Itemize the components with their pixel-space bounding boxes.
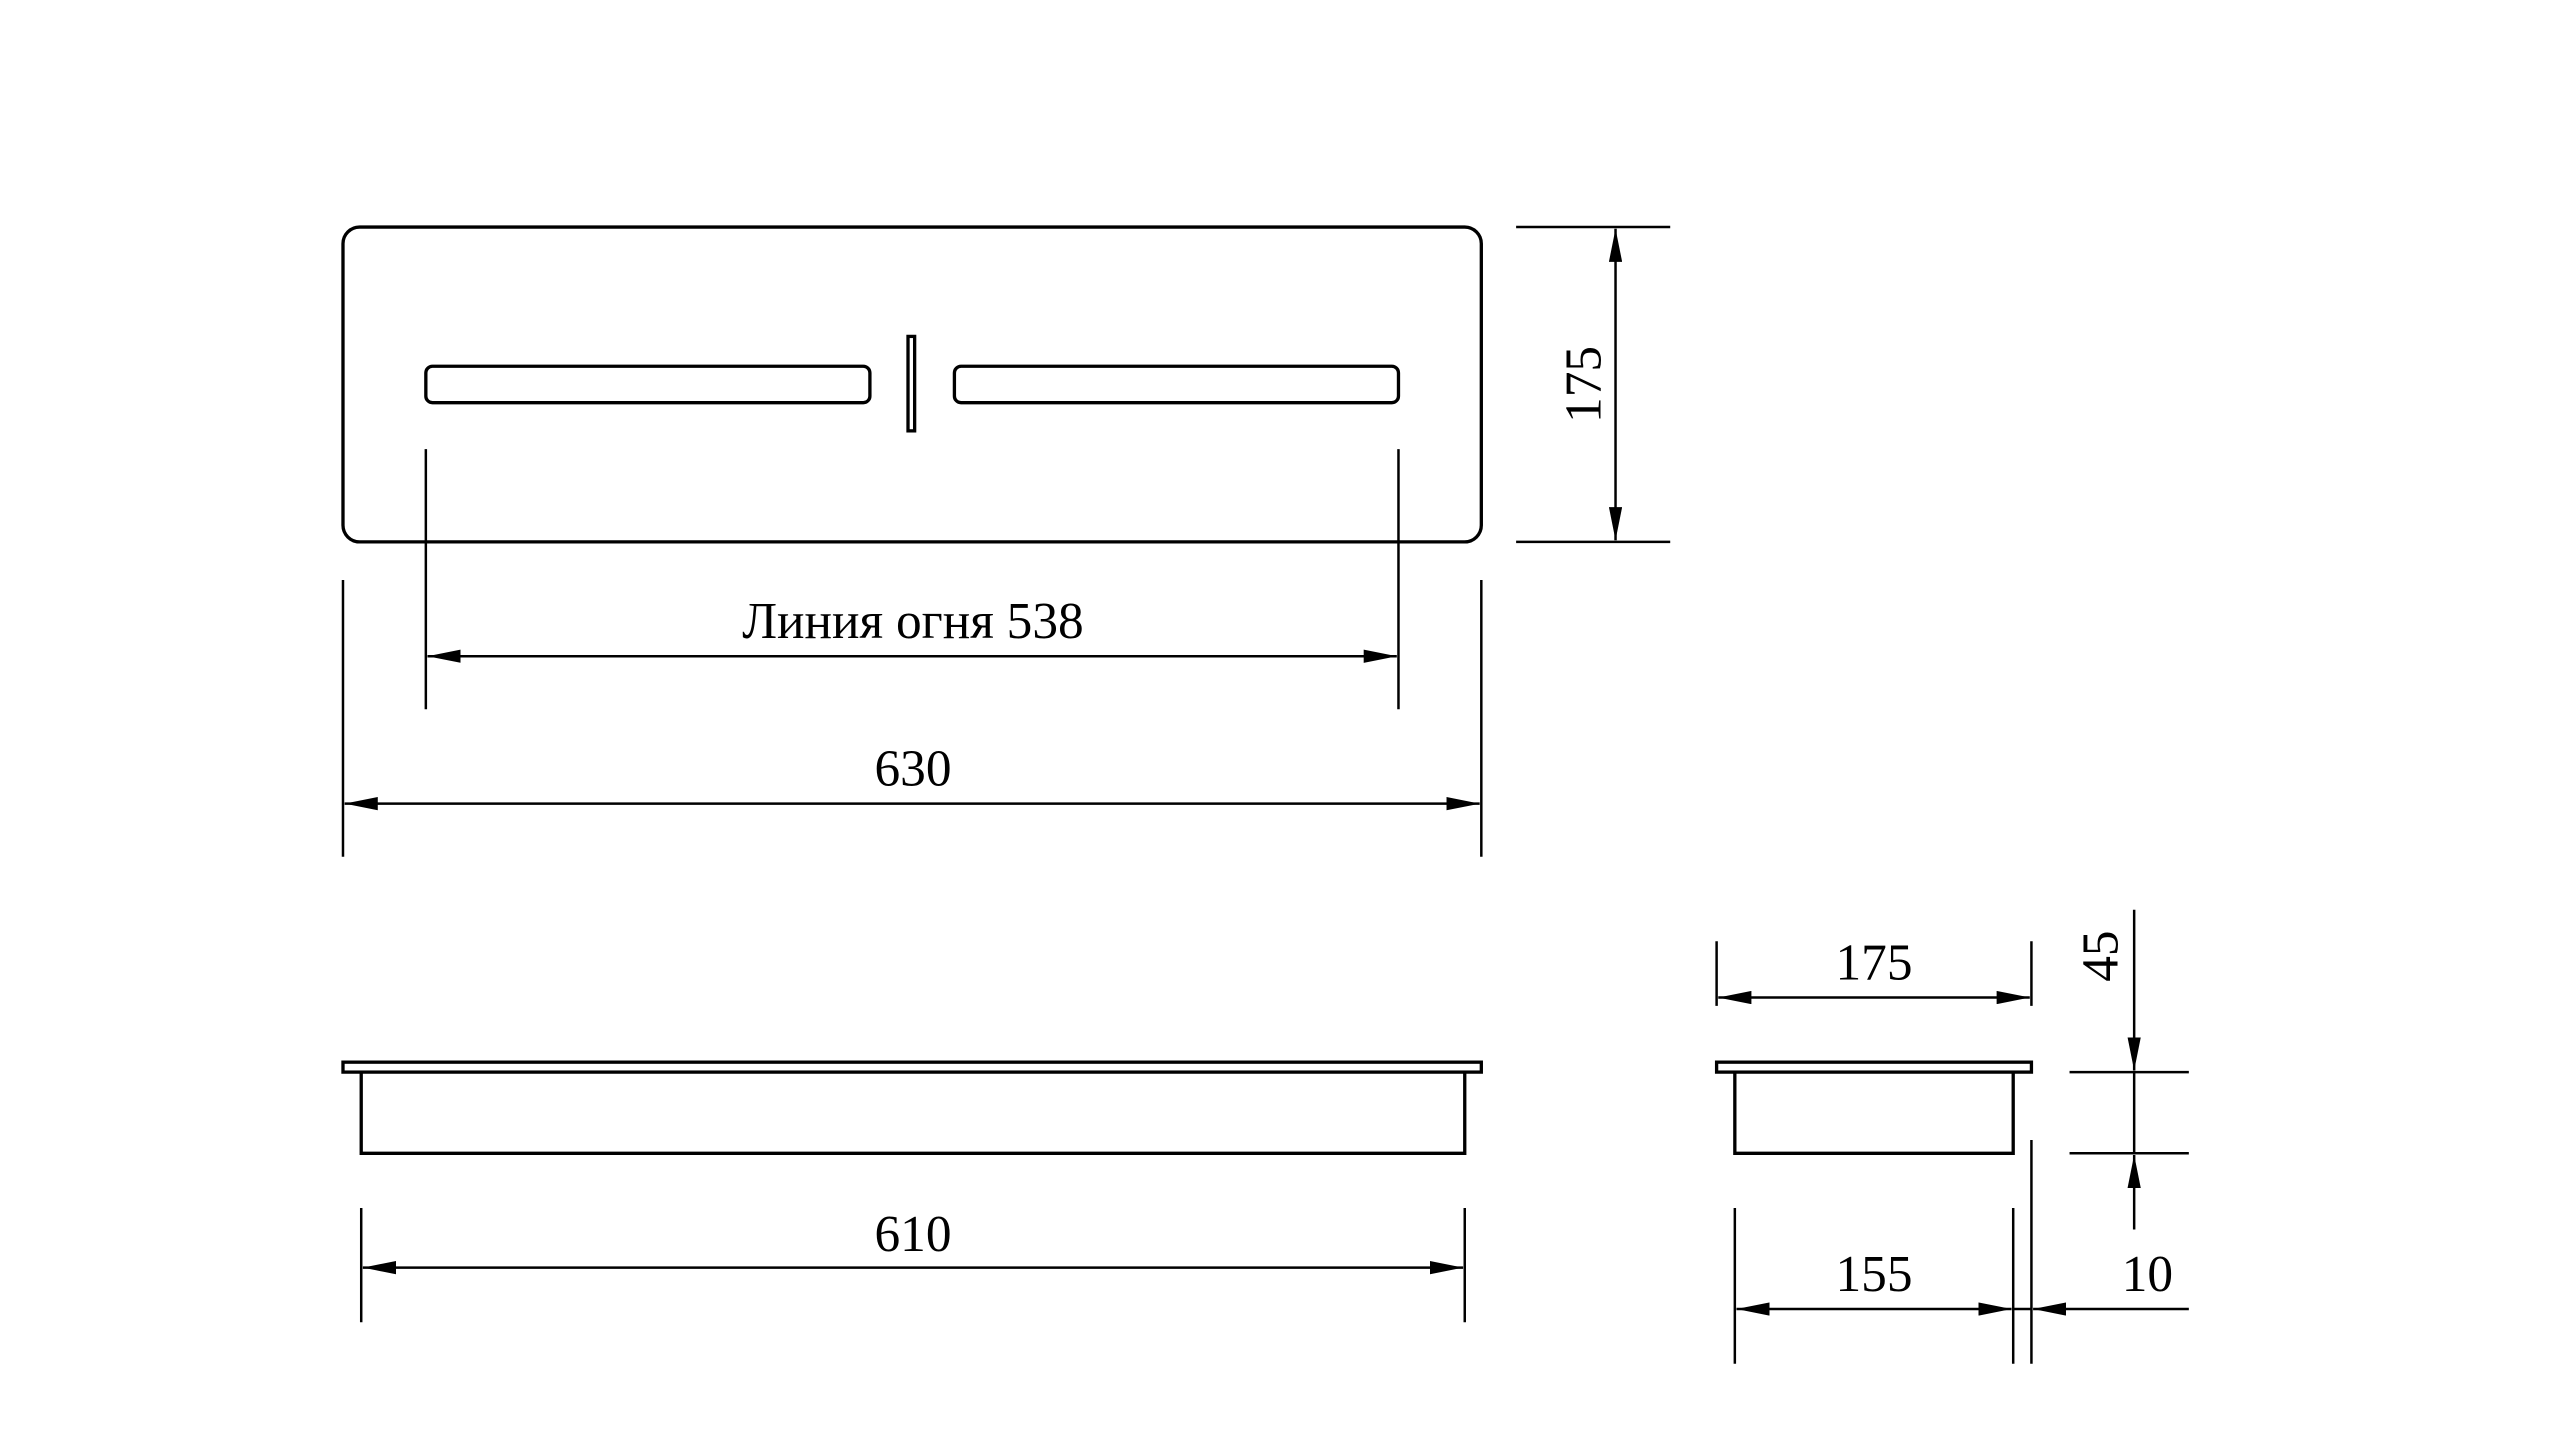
center-divider	[906, 334, 917, 433]
side-view: 175 45 155 10	[1714, 909, 2189, 1364]
depth-label: 175	[1556, 346, 1613, 423]
width-630-dimension: 630	[341, 579, 1483, 857]
height-label: 45	[2073, 930, 2130, 981]
height-45-dimension: 45	[2069, 909, 2189, 1230]
side-width-175-dimension: 175	[1715, 934, 2033, 1006]
side-top-width-label: 175	[1835, 934, 1912, 991]
top-view: Линия огня 538 630 175	[341, 225, 1671, 857]
depth-175-dimension: 175	[1516, 225, 1671, 544]
fire-line-label: Линия огня 538	[742, 593, 1084, 650]
fuel-slot-right	[952, 364, 1401, 405]
side-body-width-label: 155	[1835, 1246, 1912, 1303]
side-width-155-dimension: 155	[1733, 1140, 2033, 1364]
fuel-slot-left	[424, 364, 872, 405]
fire-line-dimension: Линия огня 538	[424, 449, 1400, 710]
overhang-10-dimension: 10	[2033, 1246, 2189, 1316]
front-view: 610	[341, 1060, 1483, 1323]
burner-top-plate	[341, 225, 1483, 544]
side-body	[1733, 1072, 2015, 1155]
body-width-label: 610	[874, 1206, 951, 1263]
front-body	[359, 1072, 1467, 1155]
front-flange	[341, 1060, 1483, 1074]
flange-overhang-label: 10	[2122, 1246, 2173, 1303]
width-label: 630	[874, 740, 951, 797]
width-610-dimension: 610	[359, 1206, 1466, 1323]
side-flange	[1714, 1060, 2034, 1074]
